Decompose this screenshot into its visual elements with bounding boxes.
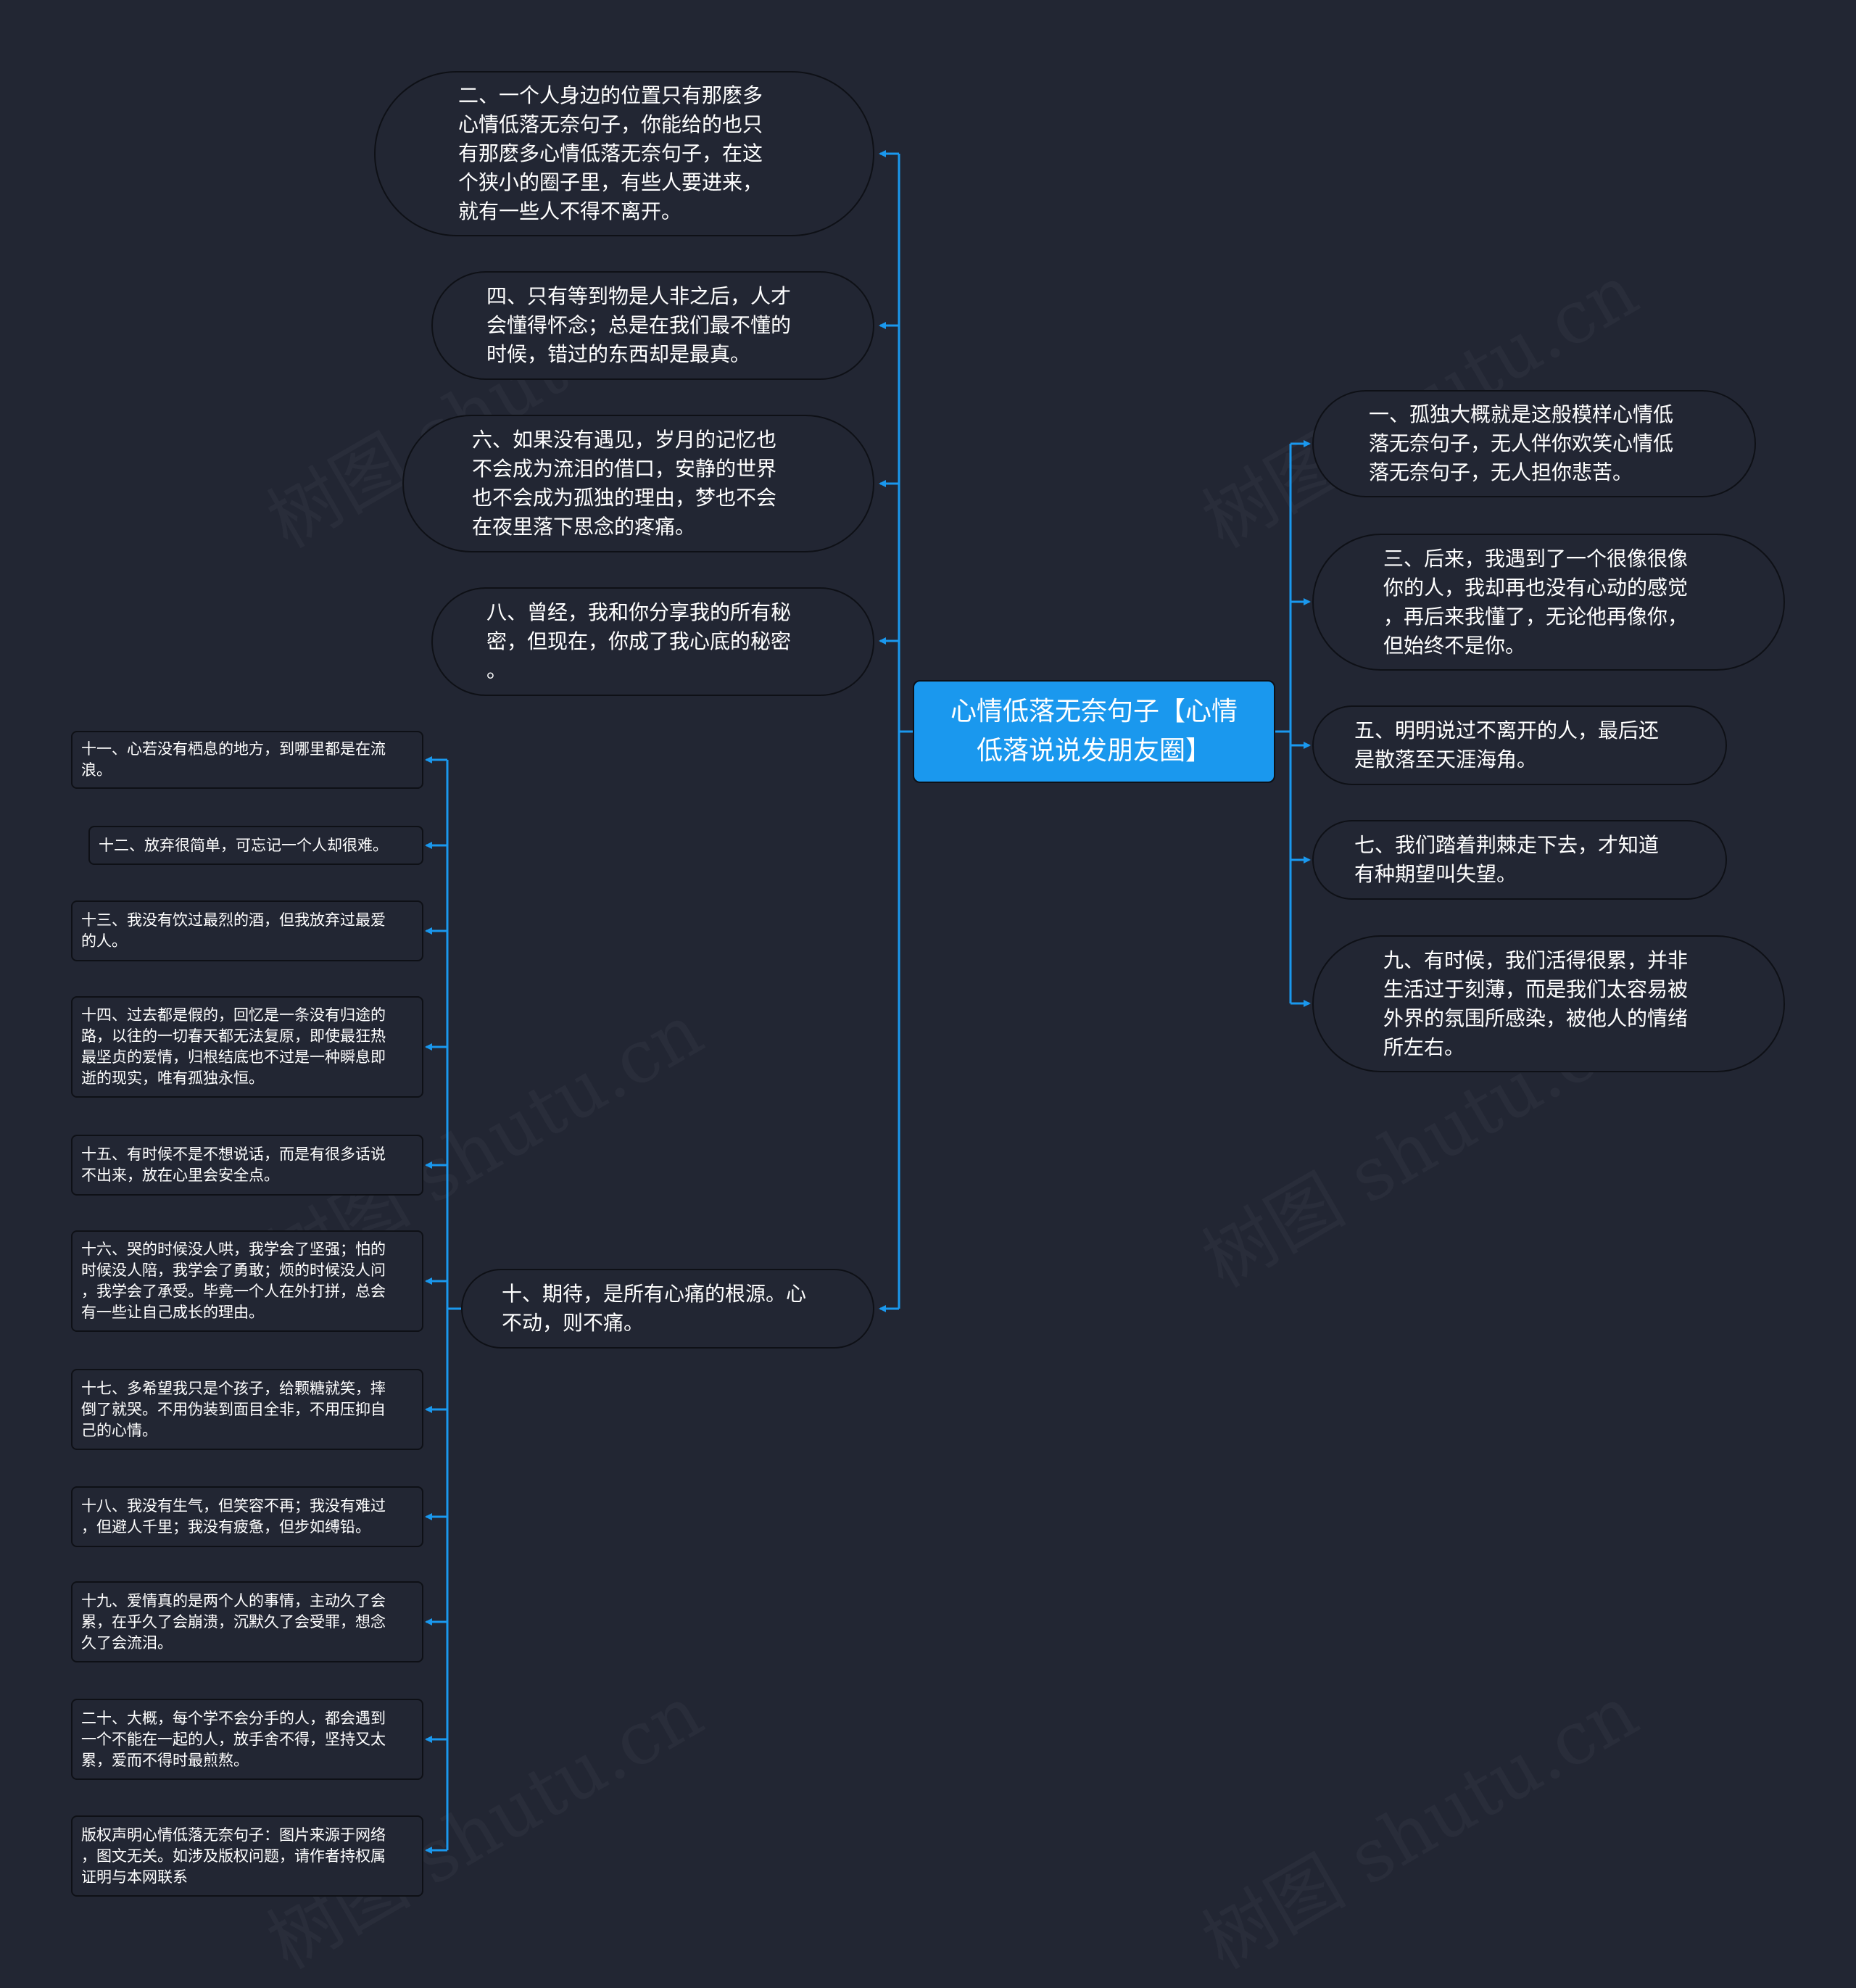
- node-6[interactable]: 六、如果没有遇见，岁月的记忆也 不会成为流泪的借口，安静的世界 也不会成为孤独的…: [402, 415, 874, 552]
- node-10-text: 十、期待，是所有心痛的根源。心 不动，则不痛。: [502, 1282, 807, 1335]
- sub-node-16-text: 十六、哭的时候没人哄，我学会了坚强；怕的 时候没人陪，我学会了勇敢；烦的时候没人…: [81, 1241, 386, 1321]
- node-1[interactable]: 一、孤独大概就是这般模样心情低 落无奈句子，无人伴你欢笑心情低 落无奈句子，无人…: [1312, 390, 1756, 497]
- root-node-label: 心情低落无奈句子【心情 低落说说发朋友圈】: [950, 697, 1238, 766]
- sub-node-18[interactable]: 十八、我没有生气，但笑容不再；我没有难过 ，但避人千里；我没有疲惫，但步如缚铅。: [71, 1486, 423, 1547]
- sub-node-copyright-text: 版权声明心情低落无奈句子：图片来源于网络 ，图文无关。如涉及版权问题，请作者持权…: [81, 1826, 386, 1886]
- sub-node-14-text: 十四、过去都是假的，回忆是一条没有归途的 路，以往的一切春天都无法复原，即使最狂…: [81, 1006, 386, 1087]
- node-3[interactable]: 三、后来，我遇到了一个很像很像 你的人，我却再也没有心动的感觉 ，再后来我懂了，…: [1312, 534, 1785, 671]
- node-2[interactable]: 二、一个人身边的位置只有那麽多 心情低落无奈句子，你能给的也只 有那麽多心情低落…: [374, 71, 874, 236]
- sub-node-17-text: 十七、多希望我只是个孩子，给颗糖就笑，摔 倒了就哭。不用伪装到面目全非，不用压抑…: [81, 1379, 386, 1439]
- sub-node-13-text: 十三、我没有饮过最烈的酒，但我放弃过最爱 的人。: [81, 911, 386, 950]
- node-8[interactable]: 八、曾经，我和你分享我的所有秘 密，但现在，你成了我心底的秘密 。: [431, 587, 874, 696]
- sub-node-13[interactable]: 十三、我没有饮过最烈的酒，但我放弃过最爱 的人。: [71, 900, 423, 961]
- sub-node-17[interactable]: 十七、多希望我只是个孩子，给颗糖就笑，摔 倒了就哭。不用伪装到面目全非，不用压抑…: [71, 1369, 423, 1450]
- node-7-text: 七、我们踏着荆棘走下去，才知道 有种期望叫失望。: [1354, 833, 1660, 886]
- node-3-text: 三、后来，我遇到了一个很像很像 你的人，我却再也没有心动的感觉 ，再后来我懂了，…: [1383, 546, 1689, 658]
- node-5[interactable]: 五、明明说过不离开的人，最后还 是散落至天涯海角。: [1312, 705, 1727, 785]
- node-4[interactable]: 四、只有等到物是人非之后，人才 会懂得怀念；总是在我们最不懂的 时候，错过的东西…: [431, 271, 874, 380]
- node-4-text: 四、只有等到物是人非之后，人才 会懂得怀念；总是在我们最不懂的 时候，错过的东西…: [486, 284, 792, 366]
- root-node[interactable]: 心情低落无奈句子【心情 低落说说发朋友圈】: [913, 680, 1275, 783]
- sub-node-copyright[interactable]: 版权声明心情低落无奈句子：图片来源于网络 ，图文无关。如涉及版权问题，请作者持权…: [71, 1815, 423, 1897]
- sub-node-11-text: 十一、心若没有栖息的地方，到哪里都是在流 浪。: [81, 740, 386, 779]
- node-8-text: 八、曾经，我和你分享我的所有秘 密，但现在，你成了我心底的秘密 。: [486, 600, 792, 682]
- sub-node-20[interactable]: 二十、大概，每个学不会分手的人，都会遇到 一个不能在一起的人，放手舍不得，坚持又…: [71, 1699, 423, 1780]
- sub-node-18-text: 十八、我没有生气，但笑容不再；我没有难过 ，但避人千里；我没有疲惫，但步如缚铅。: [81, 1497, 386, 1536]
- node-9[interactable]: 九、有时候，我们活得很累，并非 生活过于刻薄，而是我们太容易被 外界的氛围所感染…: [1312, 935, 1785, 1072]
- sub-node-12-text: 十二、放弃很简单，可忘记一个人却很难。: [99, 836, 388, 854]
- sub-node-20-text: 二十、大概，每个学不会分手的人，都会遇到 一个不能在一起的人，放手舍不得，坚持又…: [81, 1709, 386, 1769]
- sub-node-12[interactable]: 十二、放弃很简单，可忘记一个人却很难。: [88, 826, 423, 865]
- node-9-text: 九、有时候，我们活得很累，并非 生活过于刻薄，而是我们太容易被 外界的氛围所感染…: [1383, 948, 1689, 1059]
- node-6-text: 六、如果没有遇见，岁月的记忆也 不会成为流泪的借口，安静的世界 也不会成为孤独的…: [472, 428, 777, 539]
- sub-node-11[interactable]: 十一、心若没有栖息的地方，到哪里都是在流 浪。: [71, 731, 423, 789]
- sub-node-15-text: 十五、有时候不是不想说话，而是有很多话说 不出来，放在心里会安全点。: [81, 1146, 386, 1184]
- node-5-text: 五、明明说过不离开的人，最后还 是散落至天涯海角。: [1354, 718, 1660, 771]
- sub-node-14[interactable]: 十四、过去都是假的，回忆是一条没有归途的 路，以往的一切春天都无法复原，即使最狂…: [71, 996, 423, 1098]
- sub-node-19[interactable]: 十九、爱情真的是两个人的事情，主动久了会 累，在乎久了会崩溃，沉默久了会受罪，想…: [71, 1581, 423, 1662]
- node-10[interactable]: 十、期待，是所有心痛的根源。心 不动，则不痛。: [461, 1269, 874, 1349]
- sub-node-19-text: 十九、爱情真的是两个人的事情，主动久了会 累，在乎久了会崩溃，沉默久了会受罪，想…: [81, 1591, 386, 1652]
- sub-node-15[interactable]: 十五、有时候不是不想说话，而是有很多话说 不出来，放在心里会安全点。: [71, 1135, 423, 1196]
- watermark: 树图 shutu.cn: [1181, 1655, 1654, 1988]
- node-1-text: 一、孤独大概就是这般模样心情低 落无奈句子，无人伴你欢笑心情低 落无奈句子，无人…: [1369, 402, 1674, 484]
- node-7[interactable]: 七、我们踏着荆棘走下去，才知道 有种期望叫失望。: [1312, 820, 1727, 900]
- sub-node-16[interactable]: 十六、哭的时候没人哄，我学会了坚强；怕的 时候没人陪，我学会了勇敢；烦的时候没人…: [71, 1230, 423, 1332]
- node-2-text: 二、一个人身边的位置只有那麽多 心情低落无奈句子，你能给的也只 有那麽多心情低落…: [458, 83, 763, 223]
